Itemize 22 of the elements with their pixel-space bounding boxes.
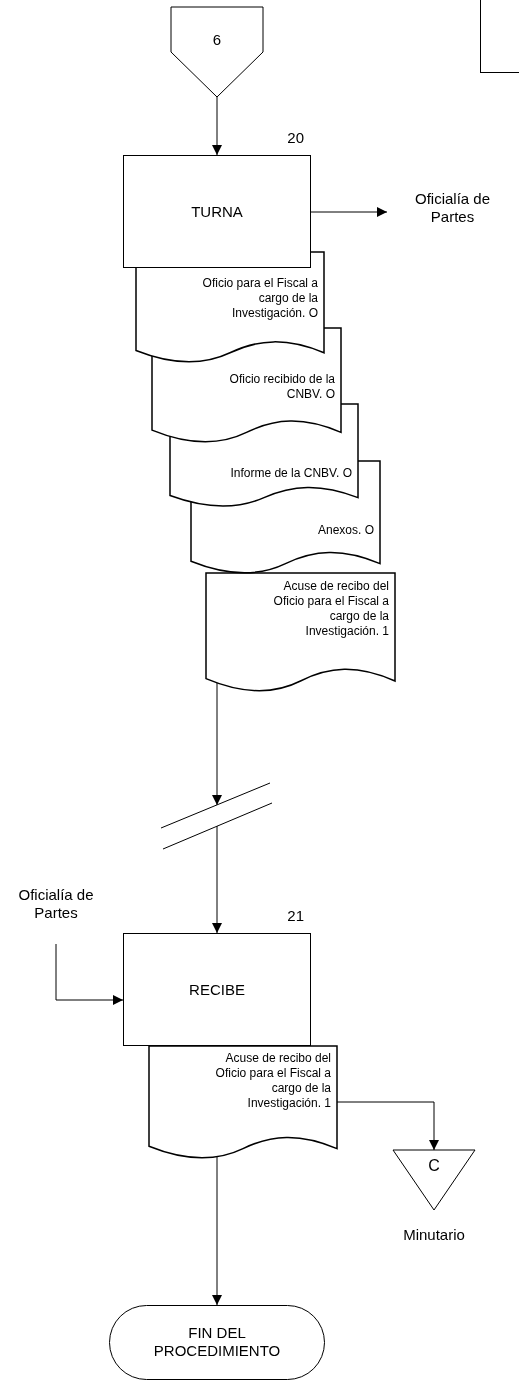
document-label: Anexos. O: [316, 523, 374, 538]
process-label: TURNA: [190, 202, 244, 221]
step-number: 21: [287, 907, 304, 925]
arrow: [212, 1155, 222, 1306]
terminator-label: FIN DEL PROCEDIMIENTO: [152, 1323, 282, 1362]
archive-name-label: Minutario: [403, 1226, 465, 1244]
document-label: Oficio recibido de la CNBV. O: [228, 372, 335, 402]
document-label: Acuse de recibo del Oficio para el Fiscal a cargo de la Investigación. 1: [272, 579, 389, 639]
arrow: [310, 207, 388, 217]
document-label: Acuse de recibo del Oficio para el Fiscal a cargo de la Investigación. 1: [214, 1051, 331, 1111]
arrow: [212, 96, 222, 156]
participant-label: Oficialía de Partes: [413, 190, 491, 226]
arrow: [212, 682, 222, 934]
document-label: Oficio para el Fiscal a cargo de la Investigación. O: [201, 276, 318, 321]
process-label: RECIBE: [188, 980, 246, 999]
step-number: 20: [287, 129, 304, 147]
archive-label: C: [427, 1156, 441, 1176]
connector-label: 6: [211, 31, 223, 49]
participant-label: Oficialía de Partes: [17, 886, 95, 922]
arrow: [55, 943, 124, 1005]
document-label: Informe de la CNBV. O: [229, 466, 352, 481]
partial-box: [480, 0, 519, 73]
